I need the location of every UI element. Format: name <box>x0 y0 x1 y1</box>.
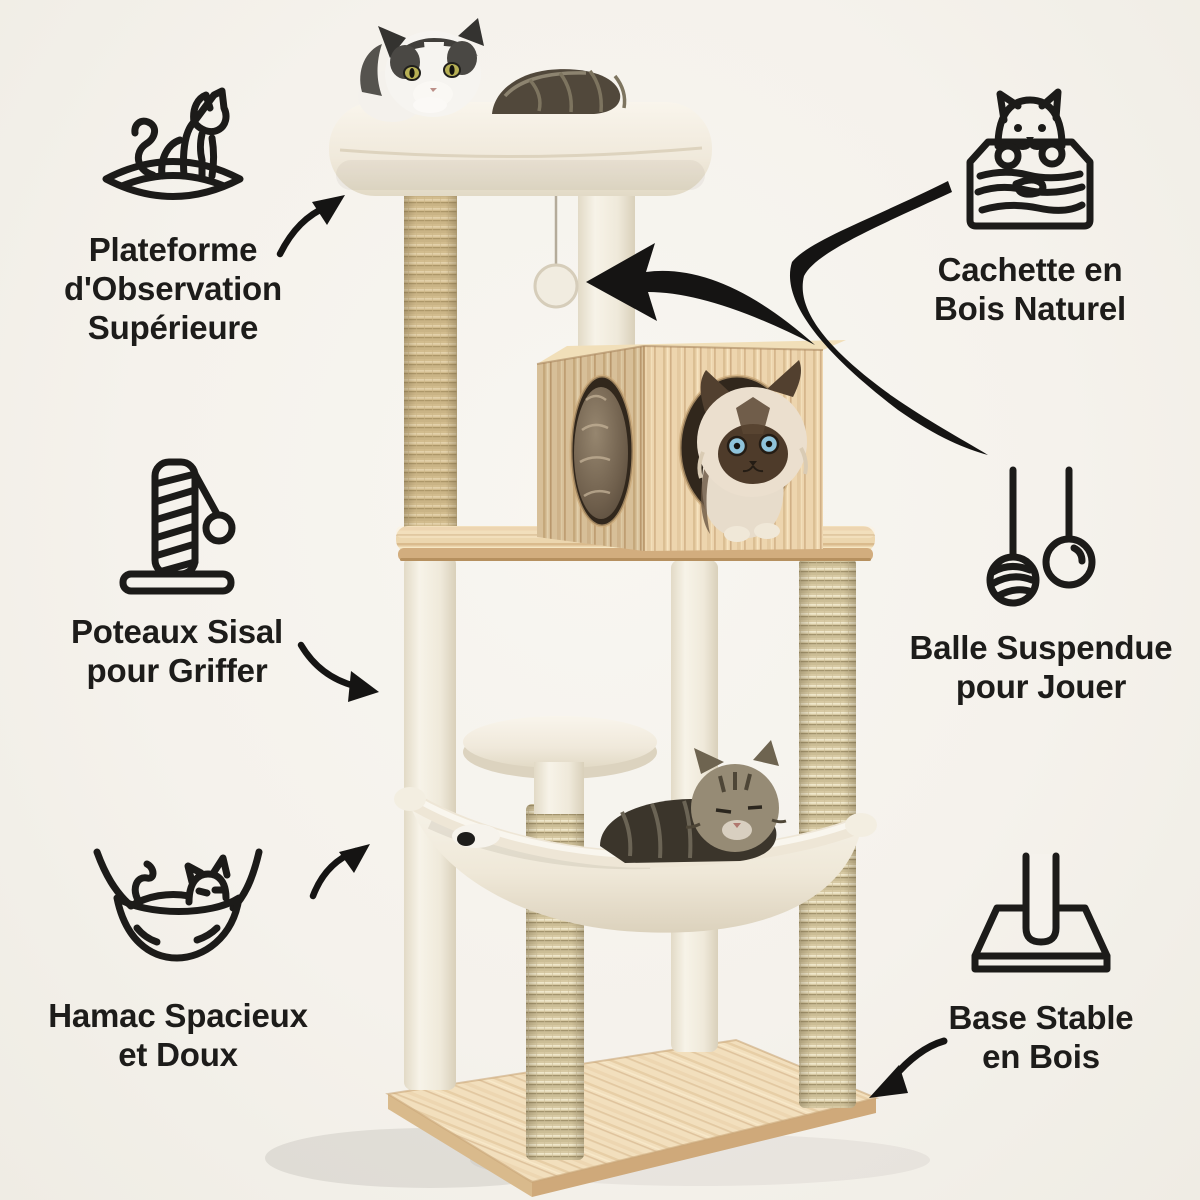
callout-balle: Balle Suspendue pour Jouer <box>898 466 1184 706</box>
callout-poteaux: Poteaux Sisal pour Griffer <box>32 456 322 690</box>
callout-hamac-label: Hamac Spacieux et Doux <box>48 997 308 1073</box>
hanging-balls-icon <box>986 466 1096 607</box>
callout-poteaux-label: Poteaux Sisal pour Griffer <box>71 613 283 689</box>
arrow-poteaux <box>297 641 379 702</box>
small-platform <box>463 716 657 814</box>
callout-hamac: Hamac Spacieux et Doux <box>26 846 330 1074</box>
top-platform <box>329 102 712 196</box>
cat-in-left-hole <box>574 387 628 519</box>
arrow-base <box>869 1037 948 1098</box>
ragdoll-cat <box>697 360 808 542</box>
callout-cachette-label: Cachette en Bois Naturel <box>934 251 1126 327</box>
arrow-hamac <box>309 844 370 900</box>
upper-posts <box>404 184 635 538</box>
callout-base: Base Stable en Bois <box>898 852 1184 1076</box>
arrow-cachette <box>586 181 988 455</box>
callout-plateforme: Plateforme d'Observation Supérieure <box>28 82 318 347</box>
callout-balle-label: Balle Suspendue pour Jouer <box>909 629 1173 705</box>
black-white-cat <box>358 18 484 122</box>
cat-on-cushion-icon <box>102 87 244 200</box>
callout-cachette: Cachette en Bois Naturel <box>888 84 1172 328</box>
arrow-plateforme <box>276 195 345 258</box>
wood-base-icon <box>971 852 1111 973</box>
cat-in-hammock-icon <box>93 848 263 962</box>
callout-base-label: Base Stable en Bois <box>948 999 1134 1075</box>
cat-in-wooden-box-icon <box>966 88 1094 230</box>
curled-tabby-cat <box>492 69 627 114</box>
base-board <box>385 1038 880 1197</box>
callout-plateforme-label: Plateforme d'Observation Supérieure <box>64 231 282 346</box>
hanging-pompom <box>533 196 579 309</box>
hammock-tabby-cat <box>452 740 787 863</box>
scratching-post-icon <box>119 458 236 595</box>
